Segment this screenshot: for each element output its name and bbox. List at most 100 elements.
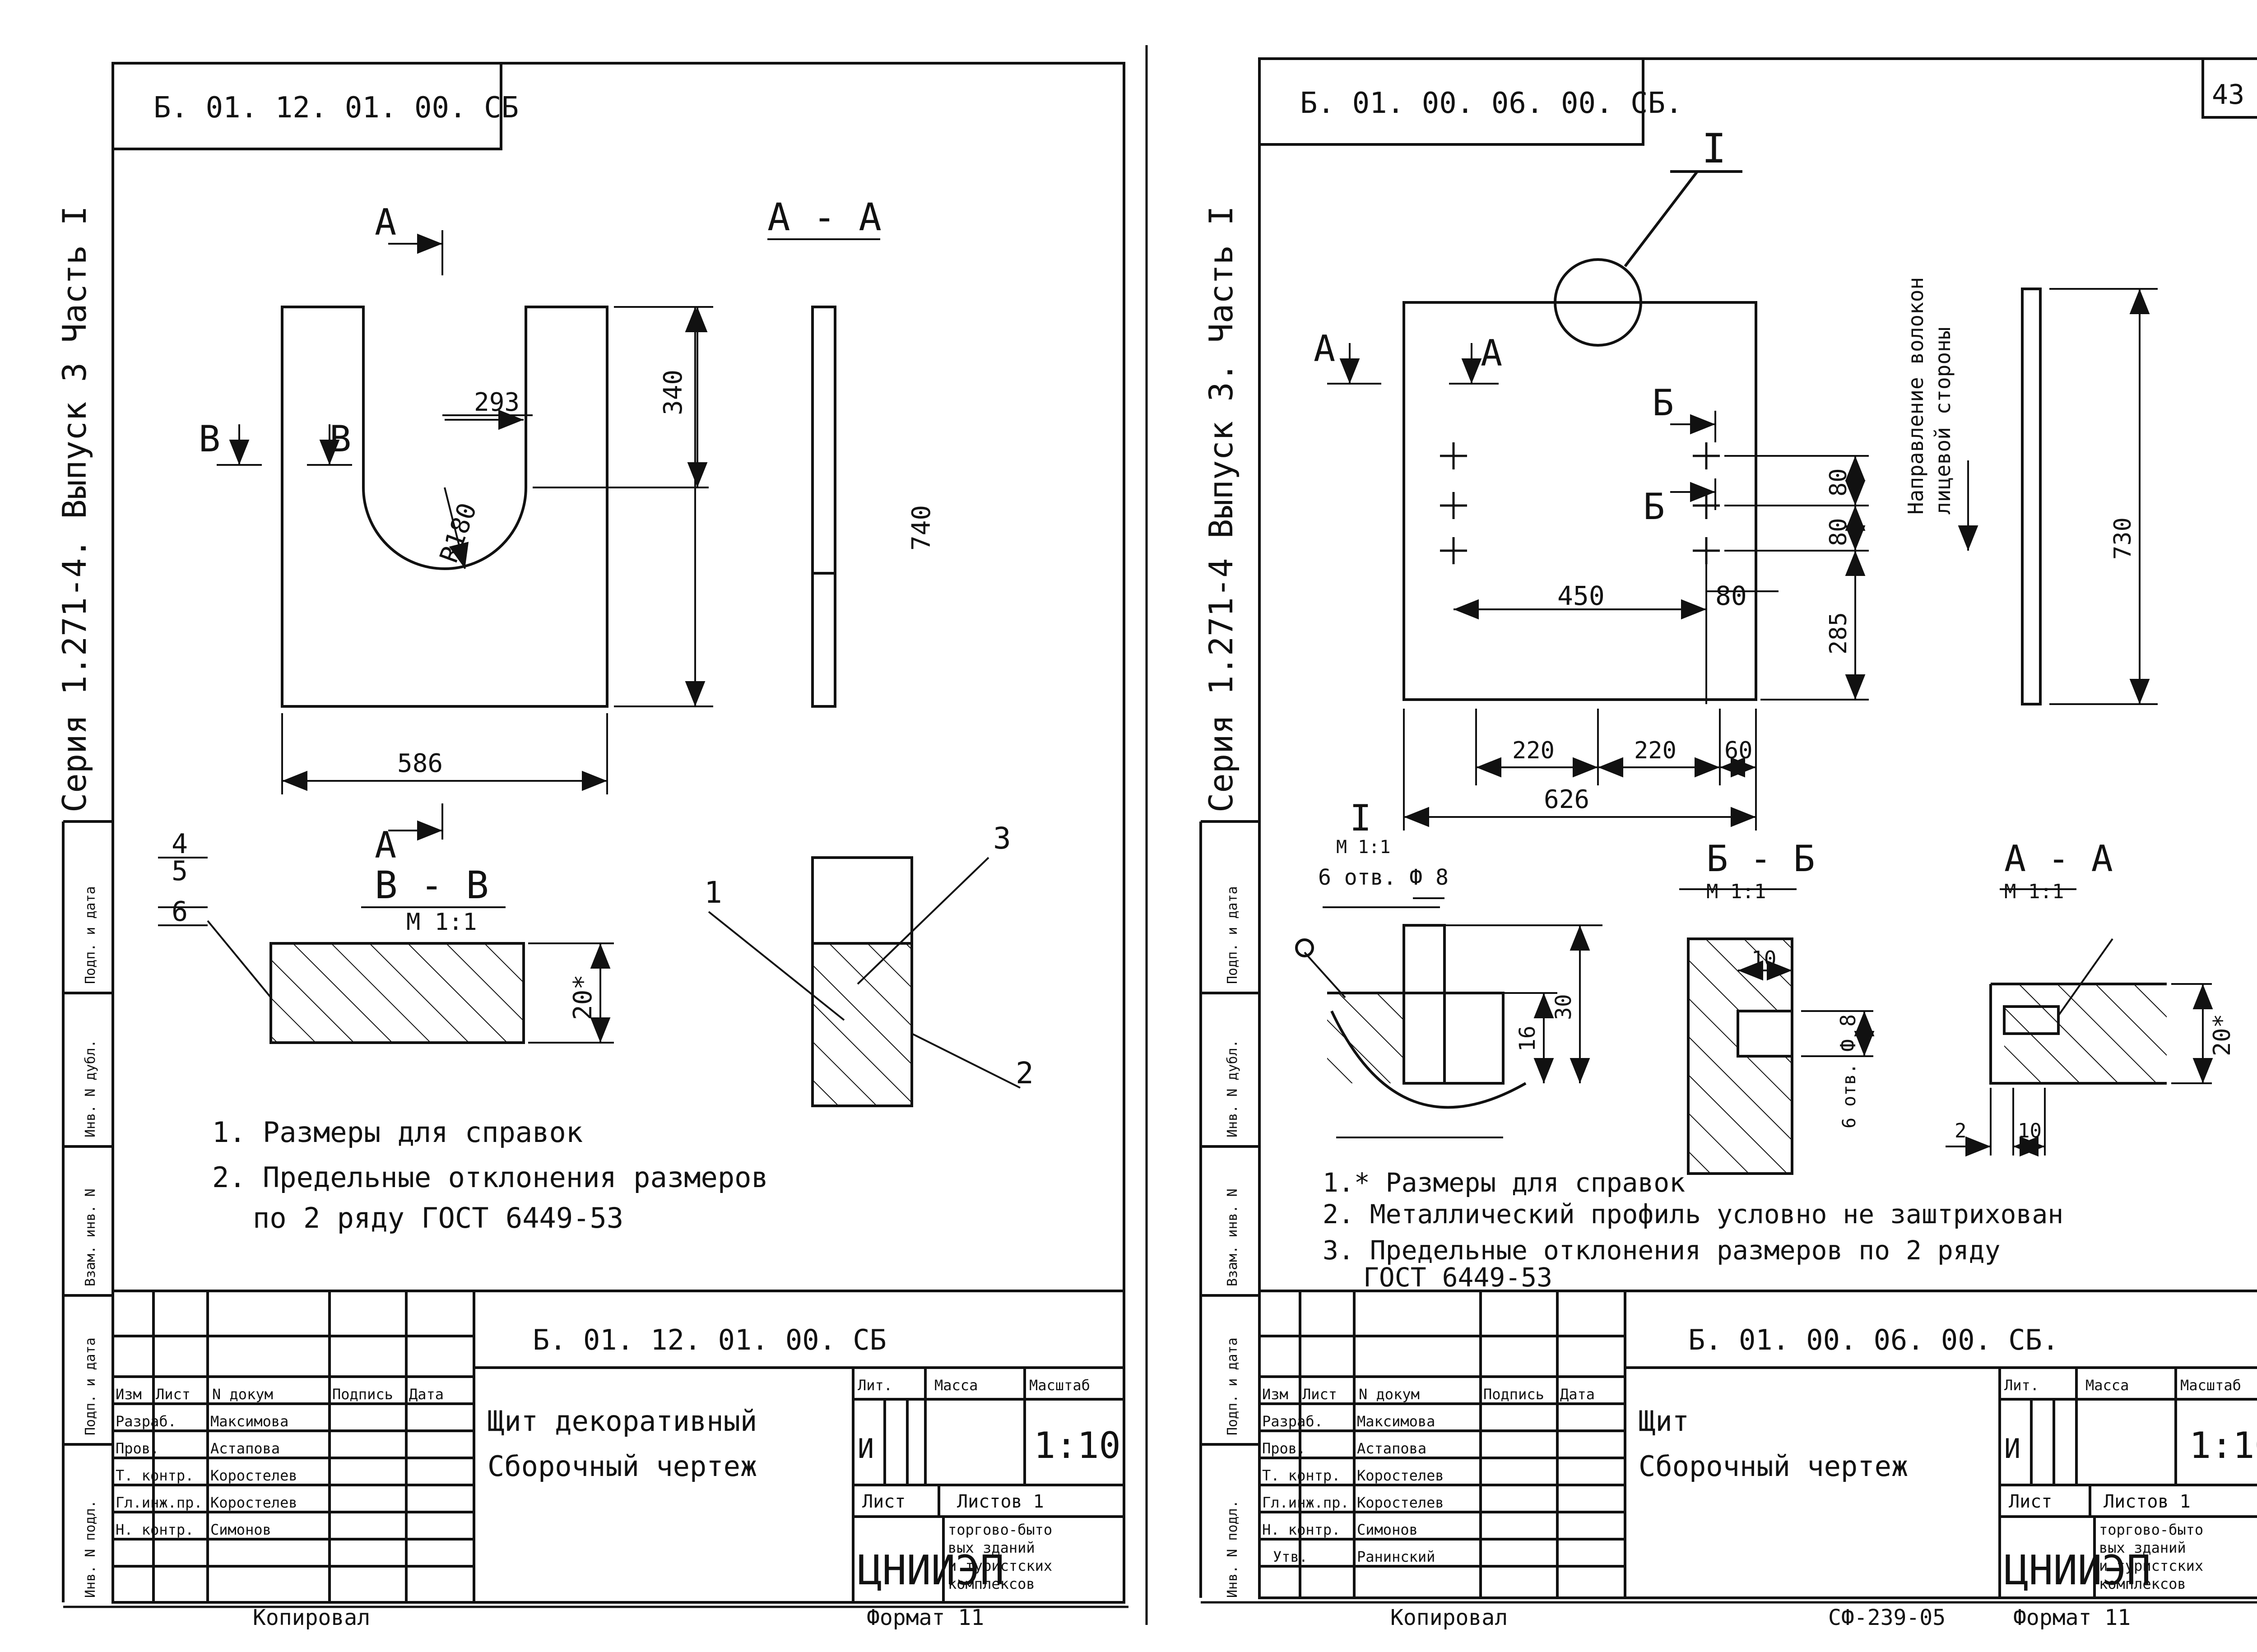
right-stamp-text: Б. 01. 00. 06. 00. СБ. xyxy=(1300,87,1683,120)
right-tb-h-izm: Изм xyxy=(1262,1386,1288,1403)
pos-1: 1 xyxy=(704,875,722,910)
dim-80-v1: 80 xyxy=(1825,468,1852,497)
left-tb-sheet: Лист xyxy=(862,1491,906,1512)
left-mark-b-2: В xyxy=(330,418,351,460)
u-panel-outline xyxy=(281,306,608,708)
left-side-label-2: Взам. инв. N xyxy=(83,1188,98,1286)
section-bb-scale: М 1:1 xyxy=(1706,880,1766,903)
right-tb-sheets: Листов 1 xyxy=(2104,1491,2191,1512)
dim-10-aa: 10 xyxy=(2018,1119,2042,1142)
right-tb-title-2: Сборочный чертеж xyxy=(1639,1450,1908,1483)
dim-220-2: 220 xyxy=(1634,737,1676,764)
left-tb-sheets: Листов 1 xyxy=(957,1491,1044,1512)
right-tb-role-0: Разраб. xyxy=(1262,1413,1323,1430)
right-bottom-code: СФ-239-05 xyxy=(1828,1605,1946,1630)
left-tb-mass: Масса xyxy=(934,1377,978,1394)
dim-730: 730 xyxy=(2109,517,2136,560)
left-mark-a-bottom: А xyxy=(375,824,396,866)
dim-340: 340 xyxy=(659,370,688,415)
right-title-block xyxy=(1259,1290,2257,1598)
left-tb-h-date: Дата xyxy=(409,1386,444,1403)
left-tb-org: ЦНИИЭП xyxy=(858,1547,1004,1594)
dim-6otv: 6 отв. xyxy=(1839,1063,1860,1129)
left-note-1: 1. Размеры для справок xyxy=(212,1116,583,1149)
dim-285: 285 xyxy=(1825,612,1852,654)
left-stamp-box xyxy=(111,62,502,150)
left-side-label-1: Подп. и дата xyxy=(83,1337,98,1435)
right-tb-lit-value: И xyxy=(2004,1433,2020,1465)
left-series-label: Серия 1.271-4. Выпуск 3 Часть I xyxy=(56,206,93,812)
dim-450: 450 xyxy=(1557,580,1605,611)
left-tb-org-sub-1: вых зданий xyxy=(948,1539,1035,1556)
right-tb-scale-value: 1:10 xyxy=(2189,1425,2257,1466)
dim-80-horiz: 80 xyxy=(1715,580,1747,611)
right-mark-a-1: А xyxy=(1314,328,1335,370)
left-tb-h-doc: N докум xyxy=(212,1386,273,1403)
left-tb-org-sub-2: и туристских xyxy=(948,1557,1052,1574)
dim-2: 2 xyxy=(1955,1119,1967,1142)
right-tb-name-1: Астапова xyxy=(1357,1440,1426,1457)
grain-note-2: лицевой стороны xyxy=(1931,327,1955,515)
right-tb-name-3: Коростелев xyxy=(1357,1494,1444,1511)
right-tb-org-sub-2: и туристских xyxy=(2099,1557,2203,1574)
panel-front-view xyxy=(1402,301,1757,701)
left-tb-org-sub-0: торгово-быто xyxy=(948,1521,1052,1538)
left-tb-role-3: Гл.инж.пр. xyxy=(116,1494,203,1511)
left-tb-title-1: Щит декоративный xyxy=(488,1405,757,1438)
right-tb-h-doc: N докум xyxy=(1359,1386,1420,1403)
right-side-label-0: Инв. N подл. xyxy=(1225,1500,1240,1598)
detail-I-bolt xyxy=(1402,924,1446,1085)
right-mark-b-1: Б xyxy=(1652,382,1674,424)
left-tb-name-3: Коростелев xyxy=(210,1494,297,1511)
right-tb-h-sign: Подпись xyxy=(1483,1386,1544,1403)
right-tb-h-list: Лист xyxy=(1302,1386,1337,1403)
left-side-label-4: Подп. и дата xyxy=(83,886,98,984)
detail-I-profile xyxy=(1327,992,1505,1085)
right-mark-a-2: А xyxy=(1481,332,1502,374)
right-side-label-2: Взам. инв. N xyxy=(1225,1188,1240,1286)
section-aa-title: А - А xyxy=(2004,838,2113,880)
dim-60: 60 xyxy=(1724,737,1753,764)
right-view-mark-I: I xyxy=(1702,125,1726,172)
left-scale-bb: М 1:1 xyxy=(406,909,477,936)
right-tb-scale-label: Масштаб xyxy=(2180,1377,2241,1394)
right-tb-title-1: Щит xyxy=(1639,1405,1689,1438)
right-tb-mass: Масса xyxy=(2085,1377,2129,1394)
left-mark-b-1: В xyxy=(199,418,220,460)
pos-5: 5 xyxy=(172,855,188,887)
left-sheet-frame xyxy=(111,62,1125,1604)
left-tb-role-1: Пров. xyxy=(116,1440,159,1457)
left-tb-role-2: Т. контр. xyxy=(116,1467,194,1484)
right-sheet-frame xyxy=(1258,57,2257,1599)
right-tb-org-sub-0: торгово-быто xyxy=(2099,1521,2203,1538)
right-tb-role-3: Гл.инж.пр. xyxy=(1262,1494,1349,1511)
dim-740: 740 xyxy=(907,505,936,551)
detail-I-scale: М 1:1 xyxy=(1336,837,1390,858)
right-tb-org-sub-3: комплексов xyxy=(2099,1575,2186,1592)
left-mark-a-top: А xyxy=(375,201,396,243)
hole-marks xyxy=(1440,442,1720,564)
left-tb-scale-label: Масштаб xyxy=(1029,1377,1090,1394)
detail-I-title: I xyxy=(1350,797,1371,839)
right-side-label-3: Инв. N дубл. xyxy=(1225,1039,1240,1137)
section-aa-scale: М 1:1 xyxy=(2004,880,2064,903)
right-tb-org: ЦНИИЭП xyxy=(2004,1547,2151,1594)
left-bottom-format: Формат 11 xyxy=(867,1605,984,1630)
detail-I-circle xyxy=(1554,258,1642,347)
left-tb-h-list: Лист xyxy=(156,1386,190,1403)
right-tb-role-1: Пров. xyxy=(1262,1440,1305,1457)
left-note-2: 2. Предельные отклонения размеров xyxy=(212,1161,768,1194)
right-note-2: 2. Металлический профиль условно не зашт… xyxy=(1323,1199,2063,1230)
right-tb-sheet: Лист xyxy=(2009,1491,2052,1512)
right-tb-code: Б. 01. 00. 06. 00. СБ. xyxy=(1688,1323,2059,1356)
left-tb-name-2: Коростелев xyxy=(210,1467,297,1484)
left-tb-name-4: Симонов xyxy=(210,1521,271,1538)
page-number-box xyxy=(2201,57,2257,119)
left-tb-title-2: Сборочный чертеж xyxy=(488,1450,757,1483)
right-tb-h-date: Дата xyxy=(1560,1386,1595,1403)
right-note-3: 3. Предельные отклонения размеров по 2 р… xyxy=(1323,1235,2001,1266)
dim-80-v2: 80 xyxy=(1825,518,1852,546)
section-aa-strip xyxy=(811,306,836,708)
right-tb-org-sub-1: вых зданий xyxy=(2099,1539,2186,1556)
right-stamp-box xyxy=(1258,57,1644,146)
